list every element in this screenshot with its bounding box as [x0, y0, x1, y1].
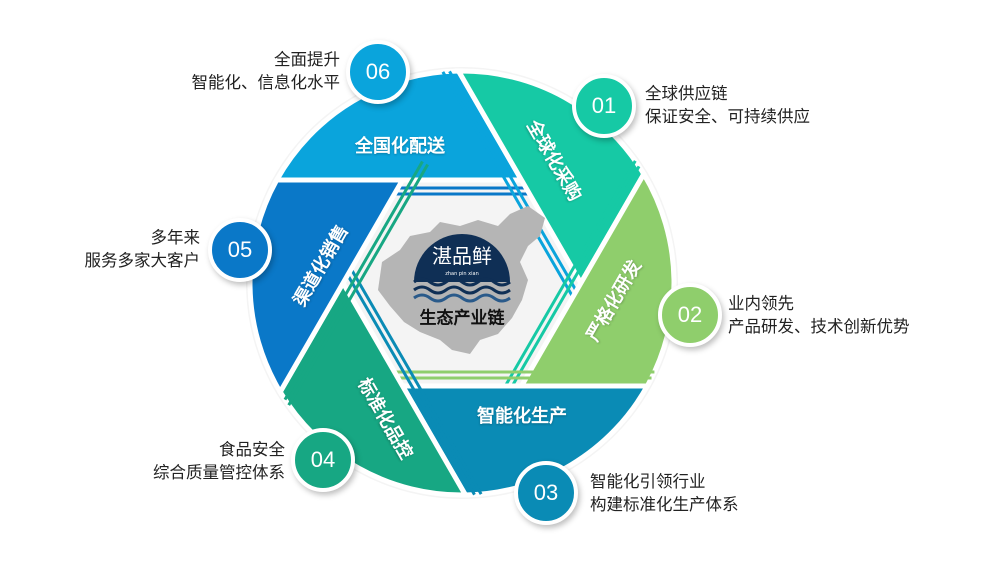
description-line: 保证安全、可持续供应	[645, 107, 810, 126]
segment-02	[517, 169, 677, 389]
description-line: 食品安全	[219, 440, 285, 459]
number-badge: 01	[572, 74, 636, 138]
segment-description: 业内领先产品研发、技术创新优势	[728, 292, 910, 338]
segment-description: 全球供应链保证安全、可持续供应	[645, 82, 810, 128]
segment-stripe	[340, 252, 483, 495]
description-line: 业内领先	[728, 294, 794, 313]
description-line: 全面提升	[274, 50, 340, 69]
description-line: 智能化、信息化水平	[191, 73, 341, 92]
segment-label: 全国化配送	[355, 136, 445, 157]
segment-stripe	[441, 71, 584, 314]
segment-description: 多年来服务多家大客户	[85, 226, 201, 272]
segment-stripe	[283, 160, 424, 401]
segment-description: 全面提升智能化、信息化水平	[192, 48, 341, 94]
segment-03	[398, 383, 652, 498]
number-badge: 06	[346, 40, 410, 104]
svg-text:湛品鲜: 湛品鲜	[432, 244, 492, 268]
segment-label: 智能化生产	[477, 406, 567, 427]
segment-stripe	[495, 160, 637, 403]
description-line: 服务多家大客户	[84, 251, 201, 270]
description-line: 多年来	[150, 228, 201, 247]
svg-text:zhan pin xian: zhan pin xian	[445, 271, 479, 277]
description-line: 产品研发、技术创新优势	[728, 317, 910, 336]
brand-logo: 湛品鲜 zhan pin xian	[413, 234, 511, 303]
segment-stripe	[287, 163, 429, 406]
number-badge: 03	[514, 461, 578, 525]
description-line: 全球供应链	[645, 84, 728, 103]
description-line: 构建标准化生产体系	[590, 495, 739, 514]
center-title: 生态产业链	[419, 308, 505, 329]
description-line: 智能化引领行业	[590, 472, 706, 491]
number-badge: 05	[208, 218, 272, 282]
segment-stripe	[335, 255, 476, 496]
segment-stripe	[500, 165, 641, 406]
description-line: 综合质量管控体系	[153, 463, 285, 482]
number-badge: 04	[291, 428, 355, 492]
segment-description: 食品安全综合质量管控体系	[153, 438, 285, 484]
segment-stripe	[448, 70, 589, 311]
segment-05	[247, 177, 407, 397]
segment-06	[272, 68, 526, 183]
number-badge: 02	[658, 283, 722, 347]
segment-description: 智能化引领行业构建标准化生产体系	[590, 470, 739, 516]
